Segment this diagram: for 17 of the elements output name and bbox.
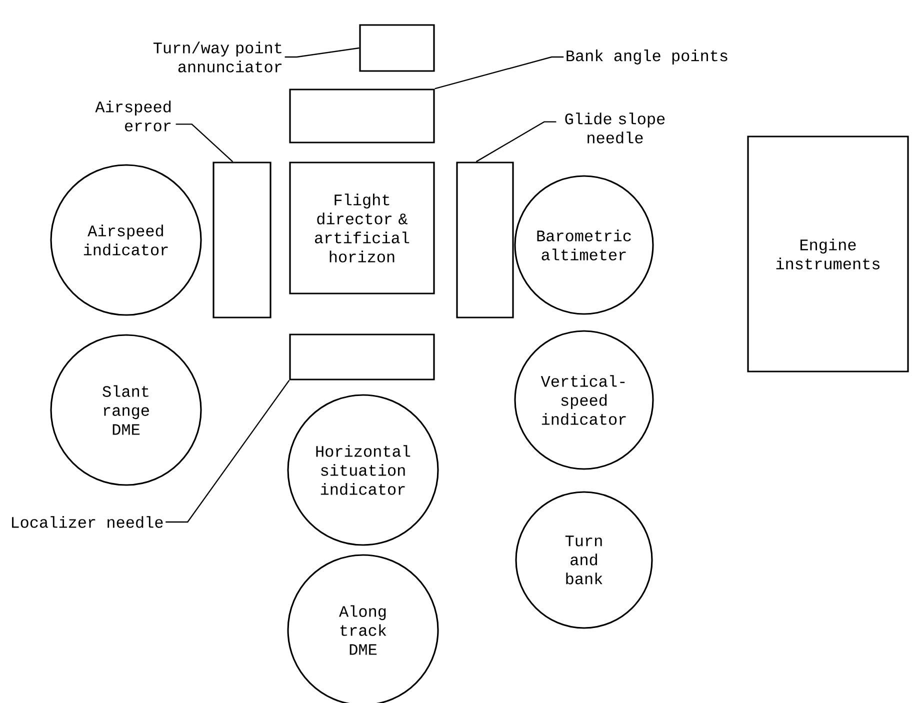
leader-line [284, 47, 360, 58]
leader-line [166, 380, 290, 523]
indicator-box [456, 162, 514, 318]
leader-label: Bank angle points [566, 50, 728, 64]
leader-label: Airspeed error [95, 100, 171, 132]
instrument-box: Engine instruments [747, 136, 909, 372]
leader-line [476, 121, 556, 162]
leader-label: Turn/way point annunciator [153, 42, 282, 72]
leader-line [176, 124, 234, 162]
indicator-box [289, 334, 435, 380]
leader-line [434, 56, 564, 90]
indicator-box [212, 162, 272, 318]
instrument-box: Flight director & artificial horizon [289, 162, 435, 294]
leader-label: Glide slope needle [565, 112, 665, 144]
indicator-box [359, 24, 435, 72]
leader-label: Localizer needle [12, 516, 163, 528]
indicator-box [289, 88, 435, 144]
